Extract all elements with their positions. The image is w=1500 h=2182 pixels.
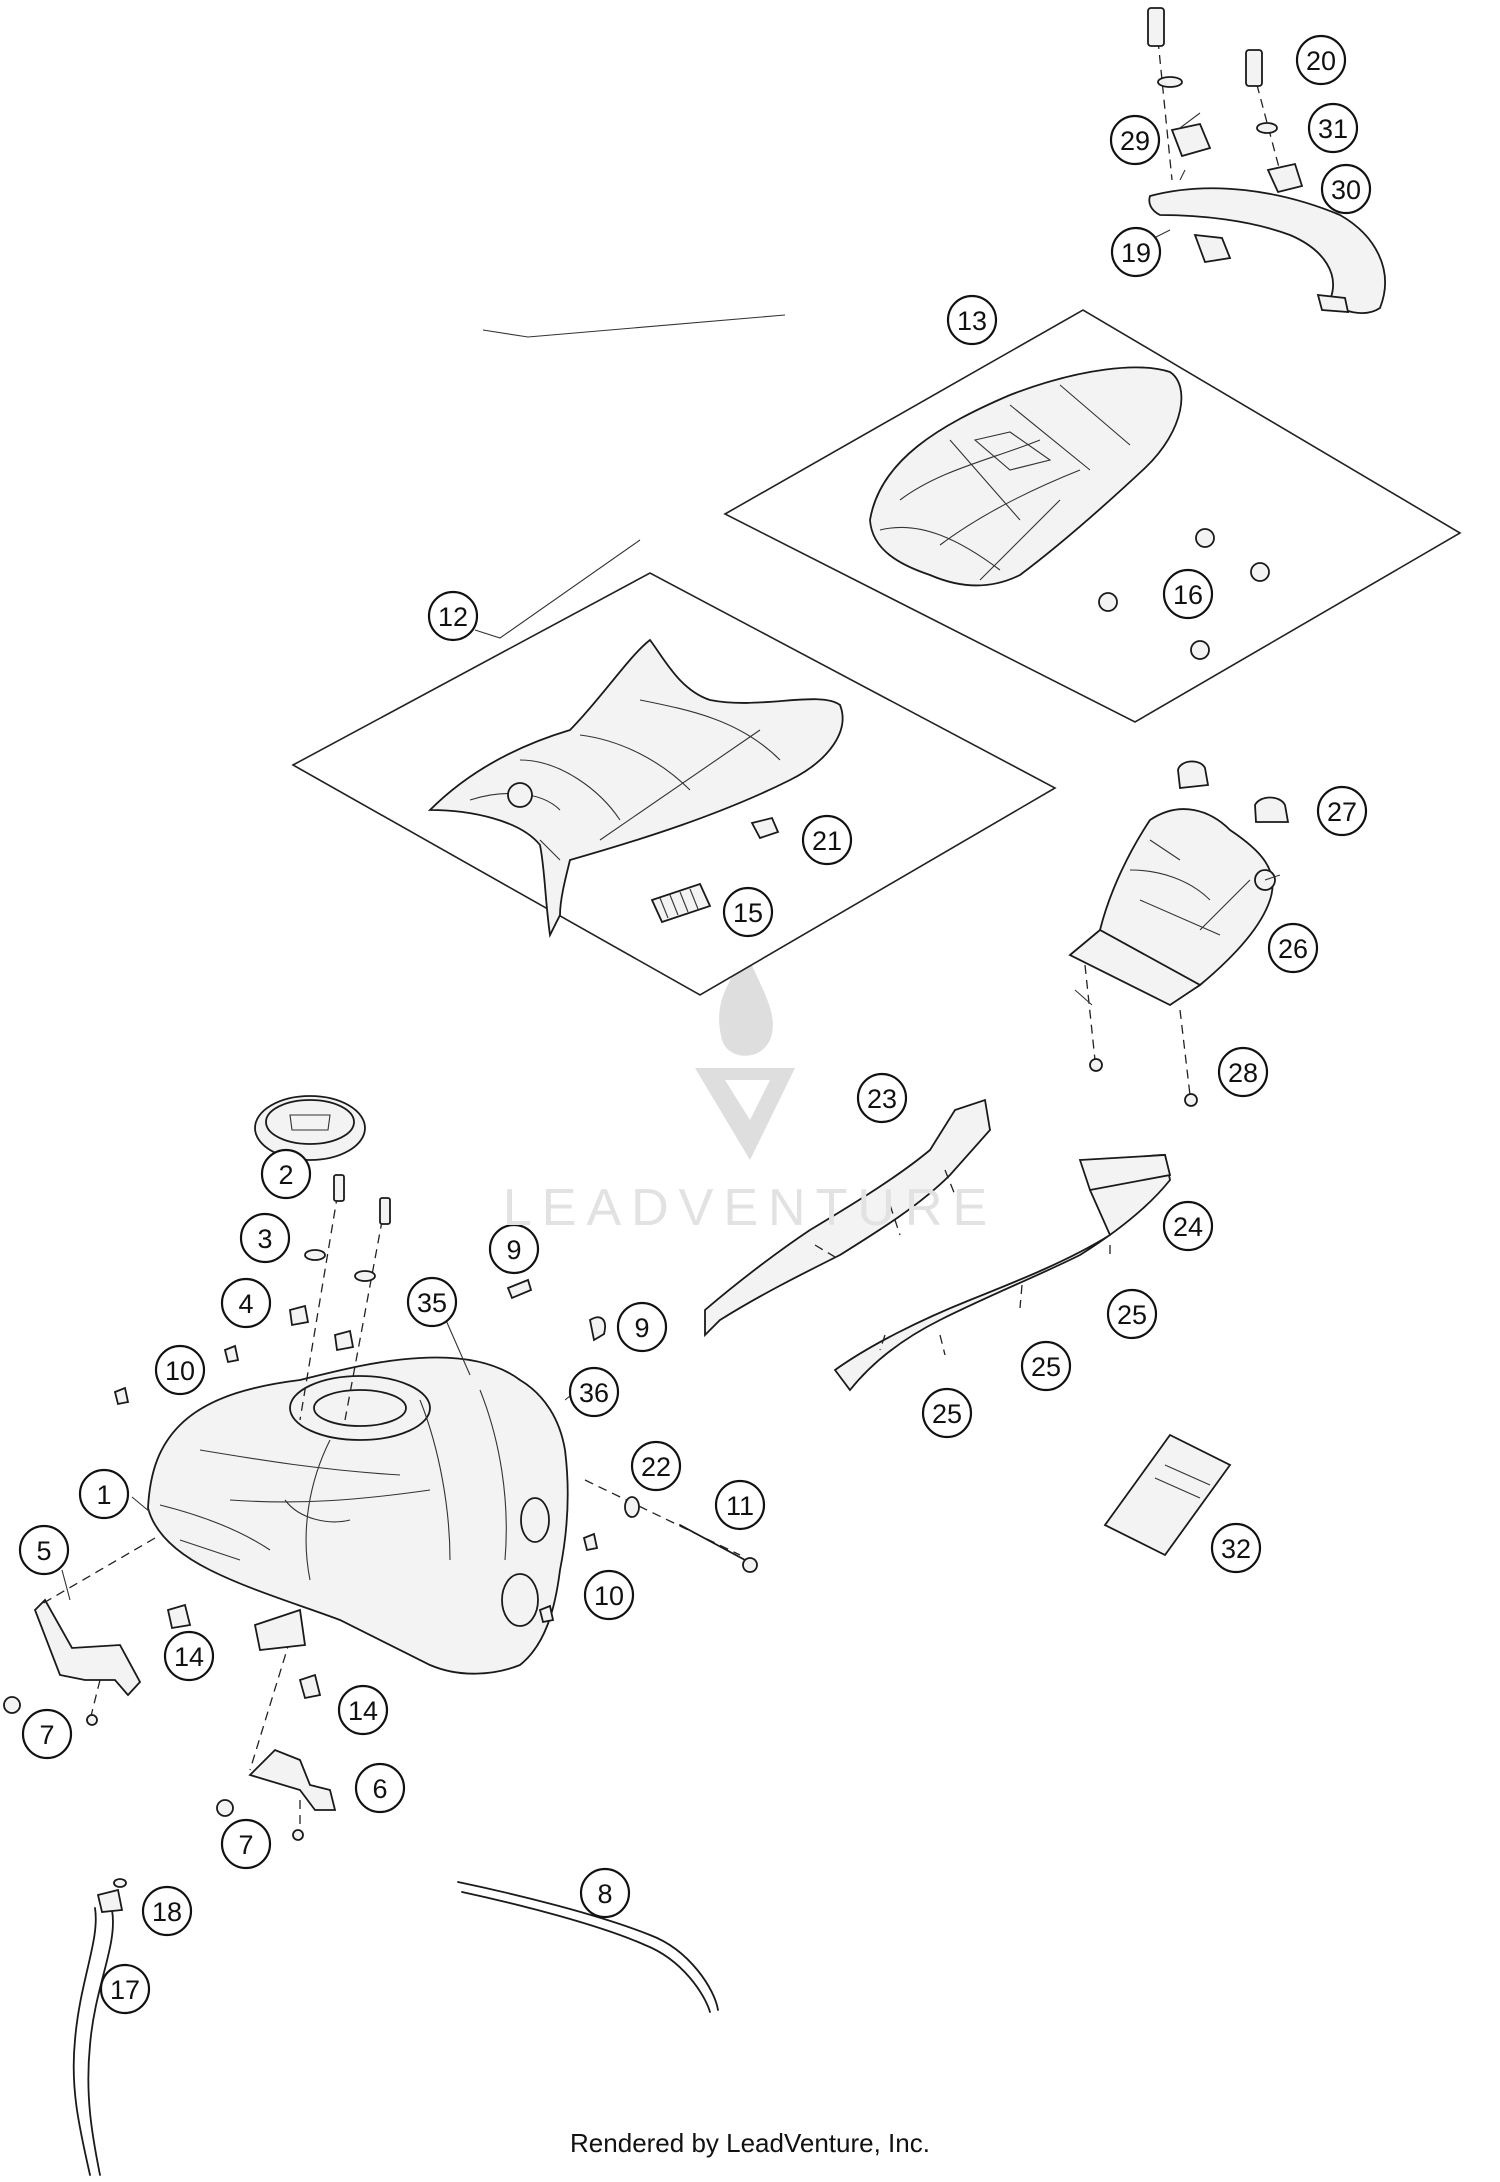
- callout-23[interactable]: 23: [856, 1072, 908, 1124]
- svg-text:28: 28: [1228, 1058, 1258, 1088]
- callout-26[interactable]: 26: [1267, 922, 1319, 974]
- callout-25b[interactable]: 25: [1020, 1340, 1072, 1392]
- svg-text:35: 35: [417, 1288, 447, 1318]
- callout-29[interactable]: 29: [1109, 114, 1161, 166]
- svg-text:25: 25: [1117, 1300, 1147, 1330]
- svg-text:23: 23: [867, 1084, 897, 1114]
- callout-5[interactable]: 5: [18, 1524, 70, 1576]
- watermark-text: LEADVENTURE: [502, 1179, 998, 1237]
- svg-text:8: 8: [597, 1879, 612, 1909]
- svg-text:25: 25: [1031, 1352, 1061, 1382]
- svg-text:29: 29: [1120, 126, 1150, 156]
- svg-text:22: 22: [641, 1452, 671, 1482]
- callout-18[interactable]: 18: [141, 1885, 193, 1937]
- part-9-clips: [506, 1278, 606, 1342]
- callout-21[interactable]: 21: [801, 814, 853, 866]
- svg-text:11: 11: [726, 1491, 754, 1521]
- svg-text:27: 27: [1327, 797, 1357, 827]
- callout-1[interactable]: 1: [78, 1468, 130, 1520]
- svg-text:6: 6: [372, 1774, 387, 1804]
- svg-text:21: 21: [812, 826, 842, 856]
- svg-text:14: 14: [348, 1696, 378, 1726]
- callout-2[interactable]: 2: [260, 1148, 312, 1200]
- callout-24[interactable]: 24: [1162, 1200, 1214, 1252]
- svg-text:24: 24: [1173, 1212, 1203, 1242]
- fuel-cap: [254, 1095, 366, 1161]
- svg-text:26: 26: [1278, 934, 1308, 964]
- svg-text:19: 19: [1121, 238, 1151, 268]
- svg-text:9: 9: [634, 1313, 649, 1343]
- svg-text:25: 25: [932, 1399, 962, 1429]
- svg-text:15: 15: [733, 898, 763, 928]
- callout-13[interactable]: 13: [946, 294, 998, 346]
- callout-4[interactable]: 4: [220, 1277, 272, 1329]
- svg-text:7: 7: [39, 1720, 54, 1750]
- svg-text:12: 12: [438, 602, 468, 632]
- svg-text:3: 3: [257, 1224, 272, 1254]
- tank-fasteners: [113, 1174, 599, 1624]
- callout-35[interactable]: 35: [406, 1276, 458, 1328]
- svg-text:14: 14: [174, 1642, 204, 1672]
- callout-7b[interactable]: 7: [220, 1818, 272, 1870]
- callout-30[interactable]: 30: [1320, 163, 1372, 215]
- svg-text:17: 17: [110, 1975, 140, 2005]
- passenger-seat-assembly: [723, 309, 1462, 723]
- callout-10a[interactable]: 10: [154, 1344, 206, 1396]
- svg-text:2: 2: [278, 1160, 293, 1190]
- grab-handle-assembly: [1147, 7, 1386, 314]
- svg-text:36: 36: [579, 1378, 609, 1408]
- side-trim-assembly: [704, 1098, 1172, 1392]
- callout-7a[interactable]: 7: [21, 1708, 73, 1760]
- callout-25a[interactable]: 25: [1106, 1288, 1158, 1340]
- callout-9a[interactable]: 9: [488, 1223, 540, 1275]
- callout-20[interactable]: 20: [1295, 34, 1347, 86]
- svg-text:18: 18: [152, 1897, 182, 1927]
- seal-strip: [457, 1881, 719, 2013]
- svg-text:16: 16: [1173, 580, 1203, 610]
- callout-31[interactable]: 31: [1307, 102, 1359, 154]
- callout-22[interactable]: 22: [630, 1440, 682, 1492]
- svg-text:7: 7: [238, 1830, 253, 1860]
- callout-3[interactable]: 3: [239, 1212, 291, 1264]
- callout-11[interactable]: 11: [714, 1479, 766, 1531]
- long-bolt: [584, 1479, 758, 1573]
- callout-15[interactable]: 15: [722, 886, 774, 938]
- callout-19[interactable]: 19: [1110, 226, 1162, 278]
- callout-8[interactable]: 8: [579, 1867, 631, 1919]
- callout-16[interactable]: 16: [1162, 568, 1214, 620]
- svg-text:10: 10: [165, 1356, 195, 1386]
- svg-text:10: 10: [594, 1581, 624, 1611]
- svg-text:32: 32: [1221, 1534, 1251, 1564]
- svg-text:4: 4: [238, 1289, 253, 1319]
- callout-32[interactable]: 32: [1210, 1522, 1262, 1574]
- callout-14a[interactable]: 14: [163, 1630, 215, 1682]
- drain-hose: [72, 1878, 127, 2176]
- callout-10b[interactable]: 10: [583, 1569, 635, 1621]
- manual-pouch: [1103, 1433, 1232, 1557]
- svg-text:5: 5: [36, 1536, 51, 1566]
- svg-text:31: 31: [1318, 114, 1348, 144]
- rider-seat-assembly: [291, 572, 1057, 996]
- callout-14b[interactable]: 14: [337, 1684, 389, 1736]
- callout-28[interactable]: 28: [1217, 1046, 1269, 1098]
- fuel-tank: [147, 1356, 569, 1675]
- svg-text:9: 9: [506, 1235, 521, 1265]
- callout-9b[interactable]: 9: [616, 1301, 668, 1353]
- svg-text:1: 1: [96, 1480, 111, 1510]
- callout-6[interactable]: 6: [354, 1762, 406, 1814]
- svg-text:20: 20: [1306, 46, 1336, 76]
- svg-text:13: 13: [957, 306, 987, 336]
- callout-27[interactable]: 27: [1316, 785, 1368, 837]
- callout-25c[interactable]: 25: [921, 1387, 973, 1439]
- svg-text:30: 30: [1331, 175, 1361, 205]
- callout-36[interactable]: 36: [568, 1366, 620, 1418]
- tank-brackets: [3, 1537, 337, 1841]
- callout-17[interactable]: 17: [99, 1963, 151, 2015]
- storage-box-assembly: [1068, 760, 1290, 1107]
- callout-12[interactable]: 12: [427, 590, 479, 642]
- footer-credit: Rendered by LeadVenture, Inc.: [570, 2128, 930, 2158]
